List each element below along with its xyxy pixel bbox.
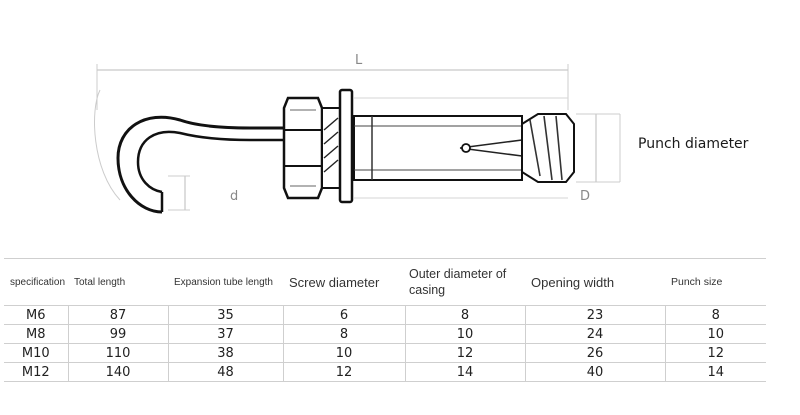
- cell-total-length: 140: [67, 362, 168, 382]
- cell-outer-diameter: 12: [404, 343, 525, 363]
- punch-diameter-label: Punch diameter: [638, 136, 749, 152]
- cell-punch-size: 12: [664, 343, 766, 363]
- cell-outer-diameter: 14: [404, 362, 525, 382]
- header-punch-size: Punch size: [665, 258, 766, 306]
- header-opening-width: Opening width: [525, 258, 665, 306]
- cell-spec: M6: [4, 305, 68, 325]
- cell-opening-width: 24: [524, 324, 665, 344]
- header-total-length: Total length: [68, 258, 168, 306]
- cell-tube-length: 37: [167, 324, 283, 344]
- hook-bolt-diagram: L d D: [94, 53, 621, 214]
- header-screw-diameter: Screw diameter: [283, 258, 405, 306]
- specification-table: specification Total length Expansion tub…: [4, 258, 766, 382]
- hex-nut: [282, 96, 324, 200]
- header-expansion-tube-length: Expansion tube length: [168, 258, 283, 306]
- cell-punch-size: 14: [664, 362, 766, 382]
- cell-tube-length: 48: [167, 362, 283, 382]
- length-label: L: [355, 53, 363, 68]
- cell-total-length: 87: [67, 305, 168, 325]
- cell-tube-length: 38: [167, 343, 283, 363]
- table-row: M6 87 35 6 8 23 8: [4, 305, 766, 325]
- cell-screw-diameter: 6: [282, 305, 405, 325]
- cell-opening-width: 23: [524, 305, 665, 325]
- table-row: M10 110 38 10 12 26 12: [4, 343, 766, 363]
- threaded-section: [321, 107, 341, 189]
- cell-total-length: 110: [67, 343, 168, 363]
- cell-screw-diameter: 12: [282, 362, 405, 382]
- cell-screw-diameter: 10: [282, 343, 405, 363]
- cell-opening-width: 26: [524, 343, 665, 363]
- washer: [338, 88, 354, 204]
- cell-opening-width: 40: [524, 362, 665, 382]
- cell-spec: M8: [4, 324, 68, 344]
- cell-outer-diameter: 8: [404, 305, 525, 325]
- hook-shape: [116, 115, 285, 214]
- table-row: M12 140 48 12 14 40 14: [4, 362, 766, 382]
- cell-screw-diameter: 8: [282, 324, 405, 344]
- casing-diameter-label: D: [580, 189, 590, 204]
- screw-diameter-label: d: [230, 189, 238, 204]
- table-header-row: specification Total length Expansion tub…: [4, 258, 766, 306]
- cell-total-length: 99: [67, 324, 168, 344]
- table-row: M8 99 37 8 10 24 10: [4, 324, 766, 344]
- cell-punch-size: 8: [664, 305, 766, 325]
- cell-outer-diameter: 10: [404, 324, 525, 344]
- cell-tube-length: 35: [167, 305, 283, 325]
- header-specification: specification: [4, 258, 68, 306]
- cell-spec: M12: [4, 362, 68, 382]
- cell-punch-size: 10: [664, 324, 766, 344]
- cell-spec: M10: [4, 343, 68, 363]
- header-outer-diameter: Outer diameter of casing: [405, 258, 525, 306]
